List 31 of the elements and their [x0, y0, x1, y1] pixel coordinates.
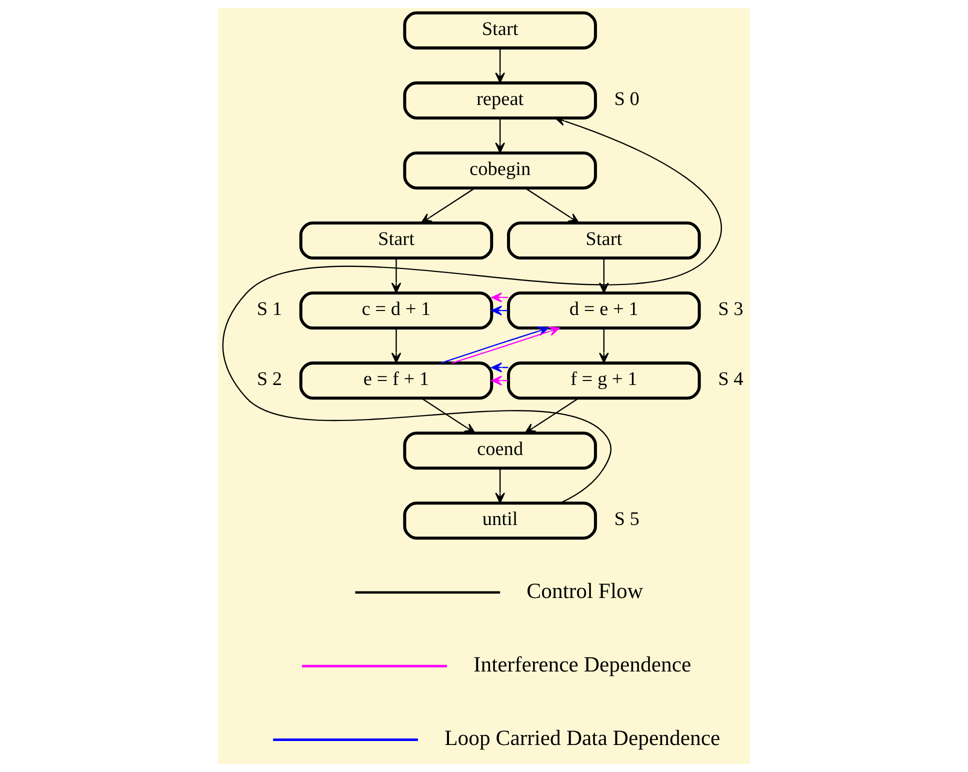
arrow: [495, 468, 506, 504]
node-box: until: [403, 502, 597, 540]
node-box: Start: [299, 222, 494, 260]
legend-label: Control Flow: [526, 578, 644, 603]
arrow: [495, 118, 506, 154]
legend-label: Loop Carried Data Dependence: [444, 726, 720, 750]
arrow: [222, 116, 722, 504]
node-box: c = d + 1: [299, 292, 494, 330]
arrow: [391, 328, 402, 364]
arrow: [391, 258, 402, 294]
node-box: coend: [403, 432, 597, 470]
node-label: S 4: [718, 369, 744, 390]
node-label: S 1: [256, 299, 282, 320]
node-box: repeat: [403, 81, 597, 120]
arrow: [420, 188, 476, 224]
arrow: [524, 188, 580, 224]
node-label: S 5: [614, 509, 640, 530]
node-label: S 3: [718, 299, 744, 320]
node-box: d = e + 1: [507, 292, 701, 330]
arrow: [421, 398, 476, 434]
legend-label: Interference Dependence: [474, 652, 692, 676]
node-box: f = g + 1: [507, 362, 701, 400]
node-box: cobegin: [403, 151, 597, 190]
node-label: S 0: [614, 89, 640, 110]
arrow: [495, 48, 506, 84]
node-box: e = f + 1: [299, 362, 494, 400]
arrow: [524, 398, 580, 434]
arrow: [598, 328, 609, 364]
node-box: Start: [403, 11, 597, 50]
node-label: S 2: [256, 369, 282, 390]
node-box: Start: [507, 222, 701, 260]
